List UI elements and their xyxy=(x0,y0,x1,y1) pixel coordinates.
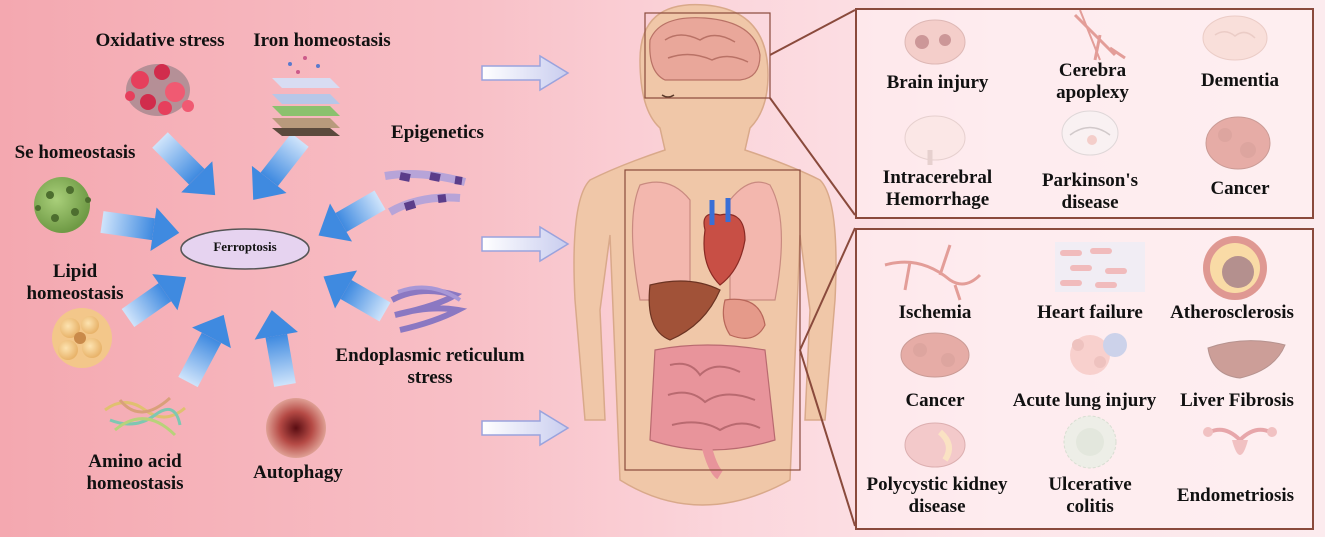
brain-zoom-box xyxy=(644,12,771,99)
body-arrow-2 xyxy=(481,225,570,263)
parkinsons-label: Parkinson's disease xyxy=(1030,170,1150,214)
lipid-homeostasis-icon xyxy=(52,308,112,368)
se-homeostasis-icon xyxy=(34,177,91,233)
autophagy-label: Autophagy xyxy=(253,462,343,483)
body-arrow-3 xyxy=(481,409,570,447)
oxidative-stress-icon xyxy=(125,64,194,116)
uc-line1: Ulcerative xyxy=(1048,474,1132,495)
liver-fibrosis-label: Liver Fibrosis xyxy=(1180,390,1294,411)
arrow-autophagy xyxy=(254,310,298,387)
amino-acid-label-line2: homeostasis xyxy=(86,472,184,494)
ich-line2: Hemorrhage xyxy=(885,188,990,210)
ich-line1: Intracerebral xyxy=(882,167,993,188)
ischemia-label: Ischemia xyxy=(898,302,972,323)
er-stress-label: Endoplasmic reticulum stress xyxy=(320,345,540,389)
cerebra-apoplexy-line2: apoplexy xyxy=(1056,81,1129,103)
iron-homeostasis-icon xyxy=(272,56,340,136)
parkinsons-line2: disease xyxy=(1061,191,1119,213)
arrow-lipid xyxy=(121,274,187,328)
lipid-label: Lipid homeostasis xyxy=(10,261,140,305)
autophagy-icon xyxy=(266,398,326,458)
endometriosis-label: Endometriosis xyxy=(1176,485,1295,506)
torso-zoom-box xyxy=(624,169,801,471)
arrow-epigenetics xyxy=(318,190,386,242)
human-body xyxy=(573,3,837,506)
cerebra-apoplexy-line1: Cerebra xyxy=(1058,60,1127,81)
er-stress-icon xyxy=(390,285,468,333)
body-disease-panel xyxy=(855,228,1314,530)
amino-acid-label-line1: Amino acid xyxy=(88,451,182,472)
arrow-amino xyxy=(178,314,231,388)
amino-acid-label: Amino acid homeostasis xyxy=(65,451,205,495)
acute-lung-injury-label: Acute lung injury xyxy=(1012,390,1157,411)
atherosclerosis-label: Atherosclerosis xyxy=(1170,302,1294,323)
ich-label: Intracerebral Hemorrhage xyxy=(865,167,1010,211)
ferroptosis-ellipse xyxy=(180,228,310,270)
arrow-oxidative xyxy=(152,132,216,196)
oxidative-stress-label: Oxidative stress xyxy=(95,30,225,51)
body-arrow-1 xyxy=(481,54,570,92)
cerebra-apoplexy-label: Cerebra apoplexy xyxy=(1035,60,1150,104)
er-stress-label-line1: Endoplasmic reticulum xyxy=(335,345,525,366)
epigenetics-icon xyxy=(384,170,467,216)
epigenetics-label: Epigenetics xyxy=(391,122,484,143)
ferroptosis-label: Ferroptosis xyxy=(213,239,277,254)
lipid-label-line2: homeostasis xyxy=(26,282,124,304)
pkd-label: Polycystic kidney disease xyxy=(862,474,1012,518)
brain-disease-panel xyxy=(855,8,1314,219)
heart-failure-label: Heart failure xyxy=(1037,302,1143,323)
pkd-line1: Polycystic kidney xyxy=(866,474,1008,495)
arrow-iron xyxy=(251,133,309,200)
uc-label: Ulcerative colitis xyxy=(1035,474,1145,518)
amino-acid-icon xyxy=(104,396,186,437)
arrow-er xyxy=(323,270,391,322)
brain-cancer-label: Cancer xyxy=(1210,178,1270,199)
se-homeostasis-label: Se homeostasis xyxy=(14,142,136,163)
uc-line2: colitis xyxy=(1066,495,1114,517)
brain-injury-label: Brain injury xyxy=(886,72,989,93)
parkinsons-line1: Parkinson's xyxy=(1041,170,1139,191)
arrow-se xyxy=(100,207,180,252)
body-cancer-label: Cancer xyxy=(905,390,965,411)
dementia-label: Dementia xyxy=(1200,70,1280,91)
pkd-line2: disease xyxy=(908,495,966,517)
er-stress-label-line2: stress xyxy=(407,366,453,388)
iron-homeostasis-label: Iron homeostasis xyxy=(253,30,391,51)
lipid-label-line1: Lipid xyxy=(52,261,98,282)
